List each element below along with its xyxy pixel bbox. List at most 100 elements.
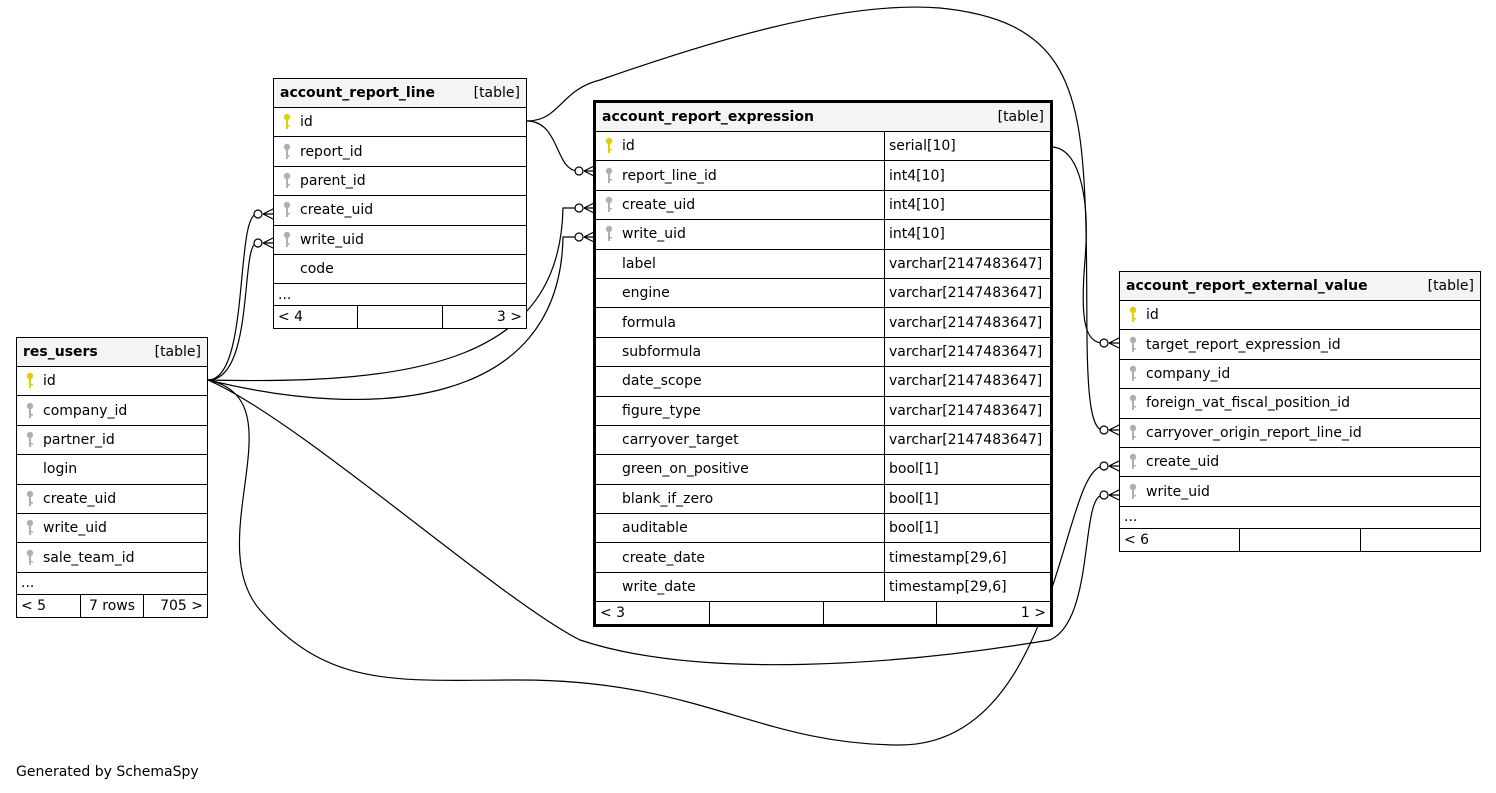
column-name: engine	[622, 285, 670, 302]
more-columns-ellipsis: ...	[274, 284, 526, 307]
column-name: create_uid	[1146, 454, 1220, 471]
column-name: write_uid	[1146, 483, 1210, 500]
column-name: id	[300, 114, 313, 131]
table-name: account_report_expression	[602, 109, 814, 125]
column-name: create_uid	[622, 196, 696, 213]
foreign-key-icon	[17, 402, 43, 420]
foreign-key-icon	[596, 225, 622, 243]
column-row[interactable]: code	[274, 255, 526, 285]
column-type: varchar[2147483647]	[884, 367, 1050, 396]
column-row[interactable]: blank_if_zero bool[1]	[596, 484, 1050, 515]
column-name: date_scope	[622, 373, 702, 390]
column-name: label	[622, 255, 656, 272]
foreign-key-icon	[1120, 394, 1146, 412]
column-type: int4[10]	[884, 220, 1050, 249]
table-type: [table]	[154, 344, 201, 360]
column-row[interactable]: carryover_origin_report_line_id	[1120, 419, 1480, 448]
column-type: bool[1]	[884, 455, 1050, 484]
column-row[interactable]: write_uid int4[10]	[596, 220, 1050, 250]
column-row[interactable]: date_scope varchar[2147483647]	[596, 367, 1050, 397]
foreign-key-icon	[596, 167, 622, 185]
primary-key-icon	[596, 137, 622, 155]
column-type: varchar[2147483647]	[884, 249, 1050, 278]
column-name: write_uid	[300, 231, 364, 248]
table-account-report-external-value[interactable]: account_report_external_value [table] id…	[1119, 271, 1481, 552]
child-count[interactable]: 3 >	[441, 306, 526, 329]
column-name: create_uid	[300, 202, 374, 219]
column-row[interactable]: company_id	[17, 396, 207, 426]
column-row[interactable]: id	[17, 367, 207, 397]
column-row[interactable]: login	[17, 455, 207, 485]
row-count: 7 rows	[79, 594, 144, 617]
column-name: id	[43, 373, 56, 390]
column-name: blank_if_zero	[622, 490, 714, 507]
column-row[interactable]: auditable bool[1]	[596, 514, 1050, 544]
column-name: carryover_origin_report_line_id	[1146, 424, 1362, 441]
parent-count[interactable]: < 6	[1124, 531, 1150, 548]
column-name: foreign_vat_fiscal_position_id	[1146, 395, 1351, 412]
column-name: partner_id	[43, 431, 115, 448]
foreign-key-icon	[17, 490, 43, 508]
child-count[interactable]: 1 >	[936, 602, 1050, 625]
column-name: report_line_id	[622, 167, 717, 184]
column-name: create_uid	[43, 490, 117, 507]
column-type: varchar[2147483647]	[884, 308, 1050, 337]
foreign-key-icon	[17, 549, 43, 567]
column-row[interactable]: foreign_vat_fiscal_position_id	[1120, 389, 1480, 419]
parent-count[interactable]: < 4	[278, 309, 304, 326]
table-footer: < 3 1 >	[596, 602, 1050, 625]
column-row[interactable]: sale_team_id	[17, 543, 207, 573]
column-row[interactable]: write_uid	[274, 226, 526, 255]
column-name: write_uid	[622, 226, 686, 243]
column-row[interactable]: id	[1120, 301, 1480, 331]
parent-count[interactable]: < 5	[21, 597, 47, 614]
table-type: [table]	[997, 109, 1044, 125]
column-row[interactable]: id	[274, 108, 526, 138]
column-row[interactable]: write_uid	[1120, 477, 1480, 507]
foreign-key-icon	[1120, 483, 1146, 501]
more-columns-ellipsis: ...	[17, 573, 207, 595]
column-row[interactable]: create_uid	[1120, 448, 1480, 478]
table-type: [table]	[1427, 278, 1474, 294]
column-name: sale_team_id	[43, 549, 135, 566]
parent-count[interactable]: < 3	[600, 605, 626, 622]
column-row[interactable]: report_id	[274, 137, 526, 167]
table-header: account_report_external_value [table]	[1120, 272, 1480, 301]
column-type: bool[1]	[884, 514, 1050, 543]
column-type: bool[1]	[884, 484, 1050, 514]
row-count	[708, 602, 823, 625]
child-count[interactable]: 705 >	[143, 594, 207, 617]
column-row[interactable]: create_uid	[17, 485, 207, 514]
column-name: id	[1146, 307, 1159, 324]
column-row[interactable]: target_report_expression_id	[1120, 330, 1480, 360]
column-name: target_report_expression_id	[1146, 336, 1341, 353]
column-name: company_id	[43, 402, 128, 419]
column-name: auditable	[622, 520, 688, 537]
column-row[interactable]: create_uid	[274, 196, 526, 226]
column-row[interactable]: parent_id	[274, 167, 526, 197]
column-row[interactable]: partner_id	[17, 426, 207, 456]
column-row[interactable]: write_uid	[17, 514, 207, 544]
foreign-key-icon	[17, 431, 43, 449]
column-name: company_id	[1146, 365, 1231, 382]
column-row[interactable]: label varchar[2147483647]	[596, 249, 1050, 279]
foreign-key-icon	[1120, 424, 1146, 442]
row-count	[357, 306, 441, 329]
child-count[interactable]	[1359, 528, 1480, 551]
column-row[interactable]: company_id	[1120, 360, 1480, 390]
